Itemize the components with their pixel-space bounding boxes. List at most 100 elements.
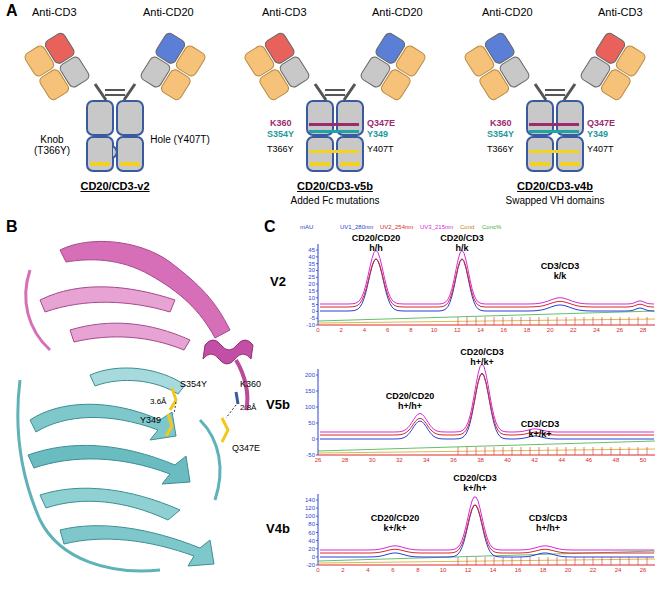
label: Added Fc mutations	[291, 195, 380, 206]
label: 4	[363, 327, 366, 334]
label: h+/h+	[398, 402, 422, 412]
fraction-mark	[467, 317, 468, 325]
label: Y407T	[367, 145, 394, 155]
tick	[316, 391, 318, 392]
label: 12	[454, 327, 461, 334]
fraction-mark	[638, 447, 639, 455]
fraction-mark	[602, 317, 603, 325]
label: 4	[366, 567, 369, 574]
label: CD3/CD3	[521, 420, 560, 430]
fraction-mark	[593, 317, 594, 325]
fraction-mark	[557, 317, 558, 325]
label: Y349	[367, 130, 388, 140]
axis-tick: -50	[306, 452, 315, 459]
fraction-mark	[629, 447, 630, 455]
fraction-mark	[575, 447, 576, 455]
tick	[316, 290, 318, 291]
disulfide	[325, 90, 345, 95]
fraction-mark	[494, 447, 495, 455]
label: 26	[315, 457, 322, 464]
tick	[316, 540, 318, 541]
axis-tick: -10	[306, 322, 315, 329]
conductivity-line	[318, 319, 655, 323]
label: CD3/CD3	[529, 514, 568, 524]
label: V2	[270, 275, 286, 289]
label: 42	[531, 457, 538, 464]
axis-tick: 20	[308, 281, 315, 288]
tick	[316, 318, 318, 319]
fraction-mark	[647, 447, 648, 455]
fraction-mark	[539, 317, 540, 325]
fraction-mark	[575, 317, 576, 325]
label: 8	[416, 567, 419, 574]
fc-domain	[117, 137, 143, 171]
label: CD20/CD20	[352, 234, 401, 244]
tick	[316, 516, 318, 517]
label: Q347E	[367, 119, 395, 129]
conductivity-line	[318, 559, 655, 563]
axis-tick: 25	[308, 274, 315, 281]
fraction-mark	[593, 557, 594, 565]
shape	[38, 68, 70, 102]
axis-tick: 200	[305, 372, 315, 379]
label: mAU	[300, 224, 313, 231]
label: 26	[640, 567, 647, 574]
tick	[316, 548, 318, 549]
label: A	[6, 2, 18, 20]
fraction-mark	[467, 447, 468, 455]
label: K360	[490, 119, 512, 129]
tick	[316, 439, 318, 440]
label: Y407T	[587, 145, 614, 155]
fab-arm	[243, 31, 311, 101]
axis-tick: 20	[308, 545, 315, 552]
fraction-mark	[620, 557, 621, 565]
axis-tick: -5	[310, 315, 315, 322]
label: Anti-CD3	[262, 6, 307, 18]
y-axis	[318, 369, 319, 455]
axis-tick: -20	[306, 562, 315, 569]
label: 2	[341, 567, 344, 574]
fraction-mark	[575, 557, 576, 565]
fraction-mark	[521, 557, 522, 565]
fc-domain	[527, 101, 553, 135]
axis-tick: 15	[308, 288, 315, 295]
fraction-mark	[548, 557, 549, 565]
tick	[316, 284, 318, 285]
tick	[316, 532, 318, 533]
label: 28	[640, 327, 647, 334]
fraction-mark	[458, 557, 459, 565]
label: 48	[613, 457, 620, 464]
fc-domain	[87, 137, 113, 171]
label: S354Y	[267, 130, 294, 140]
tick	[316, 297, 318, 298]
fraction-mark	[629, 557, 630, 565]
label: h/h	[369, 244, 383, 254]
label: 44	[558, 457, 565, 464]
fc-domain	[557, 101, 583, 135]
fraction-mark	[620, 447, 621, 455]
tick	[316, 407, 318, 408]
uv-trace	[320, 497, 654, 550]
fc-domain	[87, 101, 113, 135]
label: CD3/CD3	[541, 262, 580, 272]
label: 22	[590, 567, 597, 574]
shape	[160, 68, 192, 102]
label: Y349	[587, 130, 608, 140]
label: Anti-CD3	[32, 6, 77, 18]
mutation-bar	[530, 162, 550, 166]
fraction-mark	[566, 557, 567, 565]
fraction-mark	[512, 317, 513, 325]
label: UV3_215nm	[420, 224, 453, 231]
label: K360	[270, 119, 292, 129]
axis-tick: 0	[312, 308, 315, 315]
label: 18	[524, 327, 531, 334]
fraction-mark	[584, 317, 585, 325]
fc-domain	[527, 137, 553, 171]
fraction-mark	[503, 447, 504, 455]
fraction-mark	[476, 447, 477, 455]
label: 26	[616, 327, 623, 334]
label: Swapped VH domains	[506, 195, 605, 206]
fraction-mark	[485, 317, 486, 325]
fraction-mark	[620, 317, 621, 325]
